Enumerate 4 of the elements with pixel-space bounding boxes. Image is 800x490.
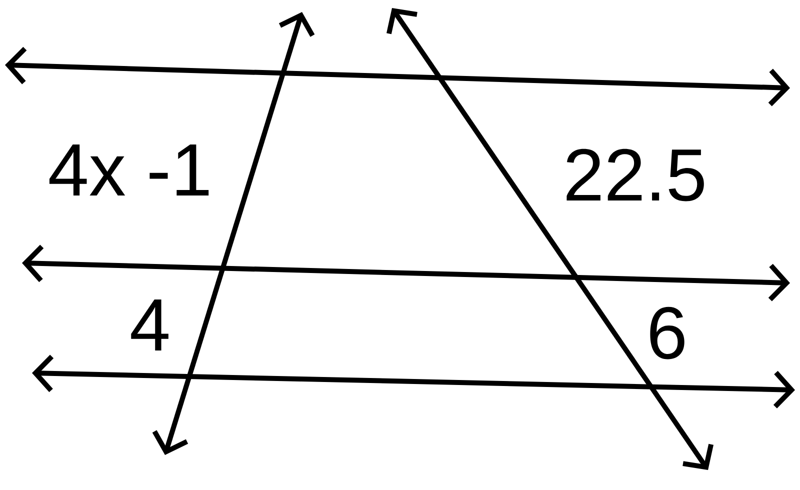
measure-label: 4x -1 [49,144,209,196]
measure-label: 22.5 [566,148,704,202]
measure-label: 4 [131,300,168,350]
measure-label: 6 [650,306,684,360]
